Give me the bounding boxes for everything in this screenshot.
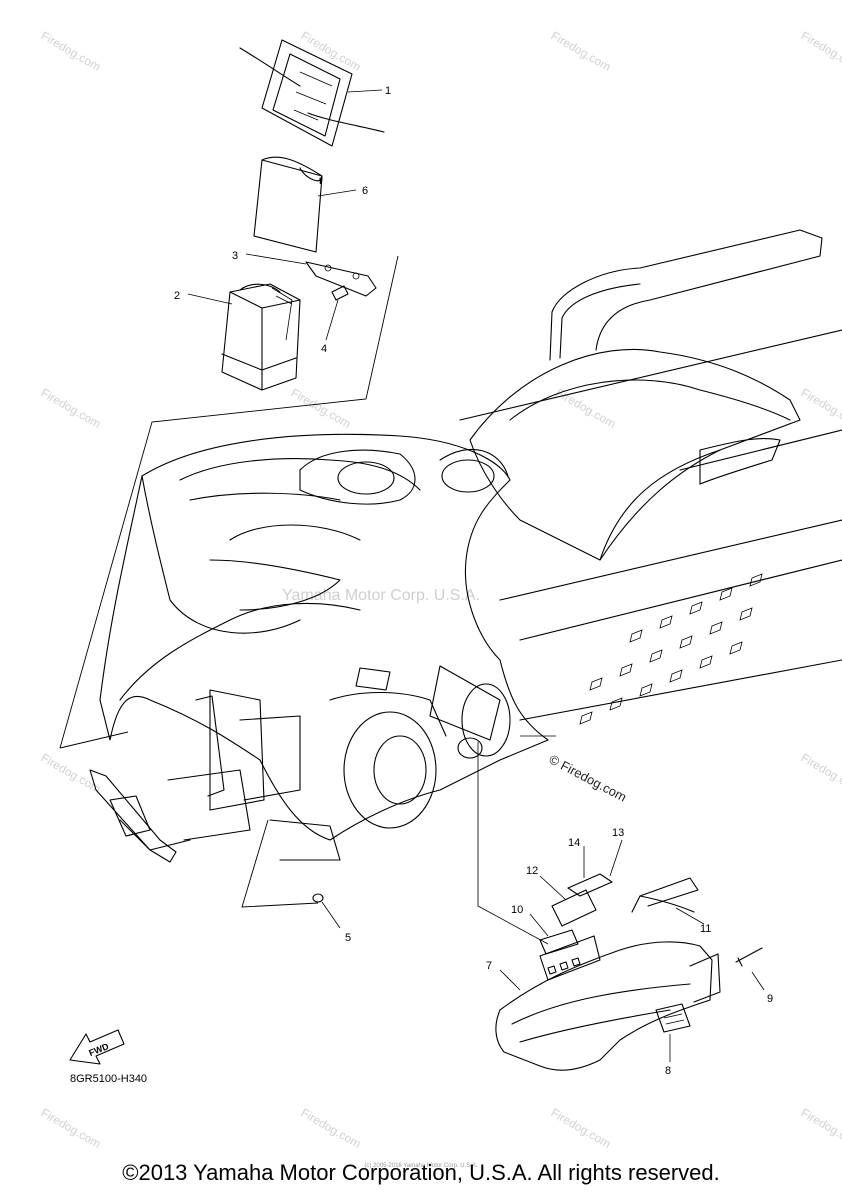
watermark-text: Firedog.com (549, 28, 614, 73)
callout-4: 4 (321, 343, 327, 355)
watermark-center: Yamaha Motor Corp. U.S.A. (282, 587, 480, 604)
callout-9: 9 (767, 993, 773, 1005)
watermark-text: Firedog.com (299, 28, 364, 73)
part-8-label (655, 1003, 691, 1062)
callout-5: 5 (345, 932, 351, 944)
part-7-flap (495, 935, 721, 1071)
watermark-text: Firedog.com (799, 750, 842, 795)
exploded-frame (59, 255, 399, 908)
watermark-text: Firedog.com (299, 1105, 364, 1150)
watermark-text: Firedog.com (549, 1105, 614, 1150)
callout-14: 14 (568, 837, 580, 849)
callout-10: 10 (511, 904, 523, 916)
callout-3: 3 (232, 250, 238, 262)
part-1-strap (239, 39, 385, 147)
callout-2: 2 (174, 290, 180, 302)
part-13-decal (609, 839, 623, 877)
fwd-arrow-icon: FWD (69, 1029, 125, 1065)
callout-1: 1 (385, 85, 391, 97)
watermark-text: Firedog.com (39, 1105, 104, 1150)
part-2-battery (187, 283, 301, 391)
copyright-notice: ©2013 Yamaha Motor Corporation, U.S.A. A… (122, 1160, 720, 1185)
callout-7: 7 (486, 960, 492, 972)
track-holes (579, 573, 763, 725)
watermark-text: Firedog.com (799, 1105, 842, 1150)
part-3-bracket (245, 253, 377, 297)
part-12-plate (539, 875, 597, 927)
watermark-firedog: © Firedog.com (547, 751, 629, 804)
watermark-text: Firedog.com (799, 28, 842, 73)
watermark-text: Firedog.com (39, 750, 104, 795)
part-14-decal (567, 846, 613, 897)
callout-8: 8 (665, 1065, 671, 1077)
watermark-text: Firedog.com (39, 385, 104, 430)
callout-12: 12 (526, 865, 538, 877)
callout-labels: 1 2 3 4 5 6 7 8 9 10 11 12 13 14 (174, 85, 773, 1077)
part-4-bolt (325, 285, 349, 341)
watermark-text: Firedog.com (289, 385, 354, 430)
part-9-rivet (735, 947, 765, 991)
callout-6: 6 (362, 185, 368, 197)
tiny-copyright: (c) 2005-2016 Yamaha Motor Corp. U.S.A. (364, 1163, 478, 1169)
part-10-reflector (529, 913, 579, 955)
part-6-cover (253, 156, 357, 253)
diagram-code: 8GR5100-H340 (70, 1073, 148, 1085)
callout-11: 11 (700, 923, 711, 935)
part-5-plug (312, 893, 341, 929)
part-11-rod (631, 877, 705, 925)
snowmobile-body (89, 229, 842, 945)
watermark-text: Firedog.com (799, 385, 842, 430)
callout-13: 13 (612, 827, 624, 839)
watermark-text: Firedog.com (39, 28, 104, 73)
watermark-text: Firedog.com (554, 385, 619, 430)
